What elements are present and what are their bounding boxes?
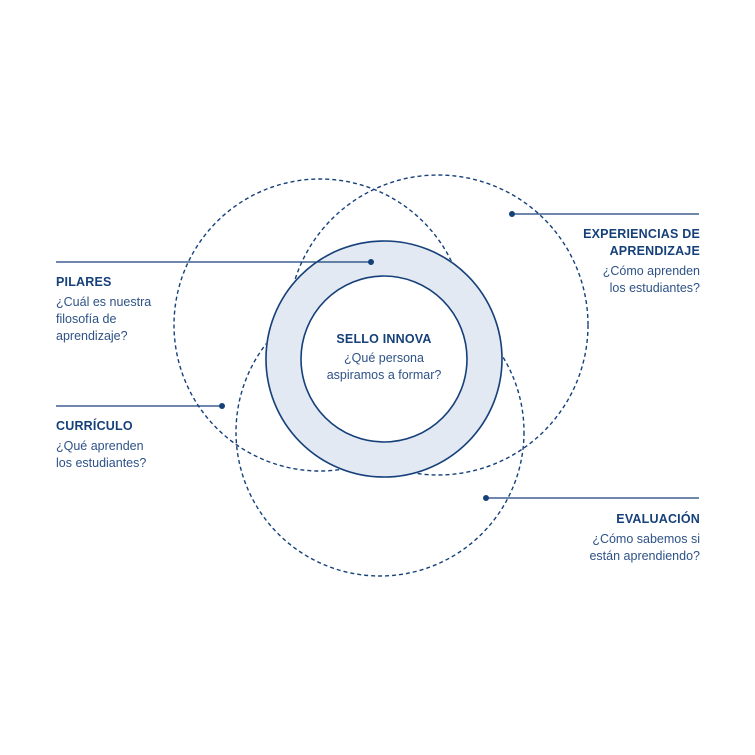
curriculo-question: ¿Qué aprenden los estudiantes? <box>56 439 147 470</box>
central-ring-inner <box>300 275 468 443</box>
center-label: SELLO INNOVA ¿Qué persona aspiramos a fo… <box>304 331 464 384</box>
experiencias-label: EXPERIENCIAS DE APRENDIZAJE ¿Cómo aprend… <box>520 226 700 297</box>
central-ring <box>265 240 503 478</box>
experiencias-title: EXPERIENCIAS DE APRENDIZAJE <box>583 227 700 258</box>
experiencias-question: ¿Cómo aprenden los estudiantes? <box>602 264 700 295</box>
evaluacion-label: EVALUACIÓN ¿Cómo sabemos si están aprend… <box>520 511 700 565</box>
circle-curriculo-evaluacion <box>235 287 525 577</box>
pilares-label: PILARES ¿Cuál es nuestra filosofía de ap… <box>56 274 226 345</box>
evaluacion-question: ¿Cómo sabemos si están aprendiendo? <box>589 532 700 563</box>
leader-dot-curriculo <box>219 403 225 409</box>
center-question: ¿Qué persona aspiramos a formar? <box>326 351 442 382</box>
curriculo-title: CURRÍCULO <box>56 419 133 433</box>
pilares-question: ¿Cuál es nuestra filosofía de aprendizaj… <box>56 295 152 343</box>
evaluacion-title: EVALUACIÓN <box>616 512 700 526</box>
curriculo-label: CURRÍCULO ¿Qué aprenden los estudiantes? <box>56 418 226 472</box>
center-title: SELLO INNOVA <box>336 332 432 346</box>
central-ring-outer <box>265 240 503 478</box>
leader-dot-evaluacion <box>483 495 489 501</box>
leader-dot-pilares <box>368 259 374 265</box>
leader-dot-experiencias <box>509 211 515 217</box>
pilares-title: PILARES <box>56 275 112 289</box>
